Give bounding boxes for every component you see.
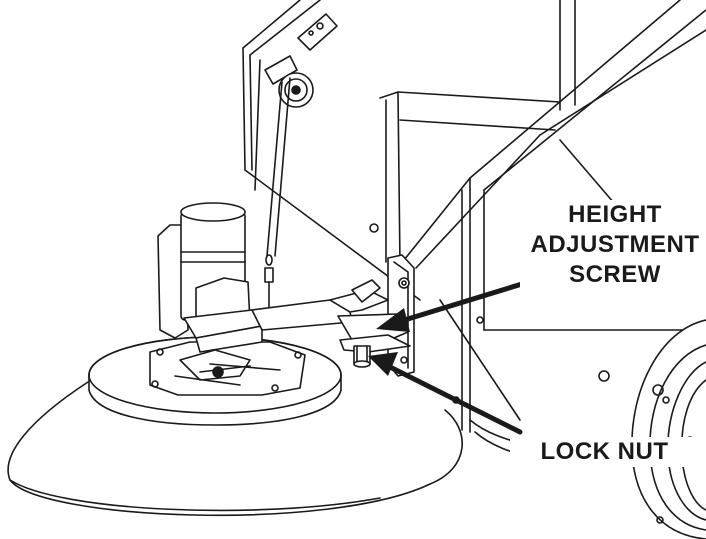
motor (157, 202, 263, 353)
pulley (264, 55, 314, 257)
callout-arrowheads (368, 308, 410, 376)
height-adjustment-screw-label-line-3: SCREW (569, 261, 661, 288)
lock-nut-label: LOCK NUT (510, 437, 699, 467)
adjustment-screw-assembly (339, 334, 411, 368)
lock-nut-label-text: LOCK NUT (540, 438, 669, 465)
support-arm (251, 279, 409, 341)
height-screw-arrowhead (376, 308, 410, 332)
lock-nut-arrowhead (368, 352, 398, 376)
spinner-disc (88, 336, 342, 426)
drum-housing (469, 319, 706, 539)
height-adjustment-screw-label: HEIGHT ADJUSTMENT SCREW (520, 200, 706, 290)
height-adjustment-screw-label-line-1: HEIGHT (568, 201, 662, 228)
lock-nut-leader (385, 363, 523, 435)
deflector-cone (7, 381, 463, 517)
frame-upper (242, 0, 421, 301)
frame-right (369, 0, 706, 433)
height-adjustment-screw-label-line-2: ADJUSTMENT (530, 231, 700, 258)
